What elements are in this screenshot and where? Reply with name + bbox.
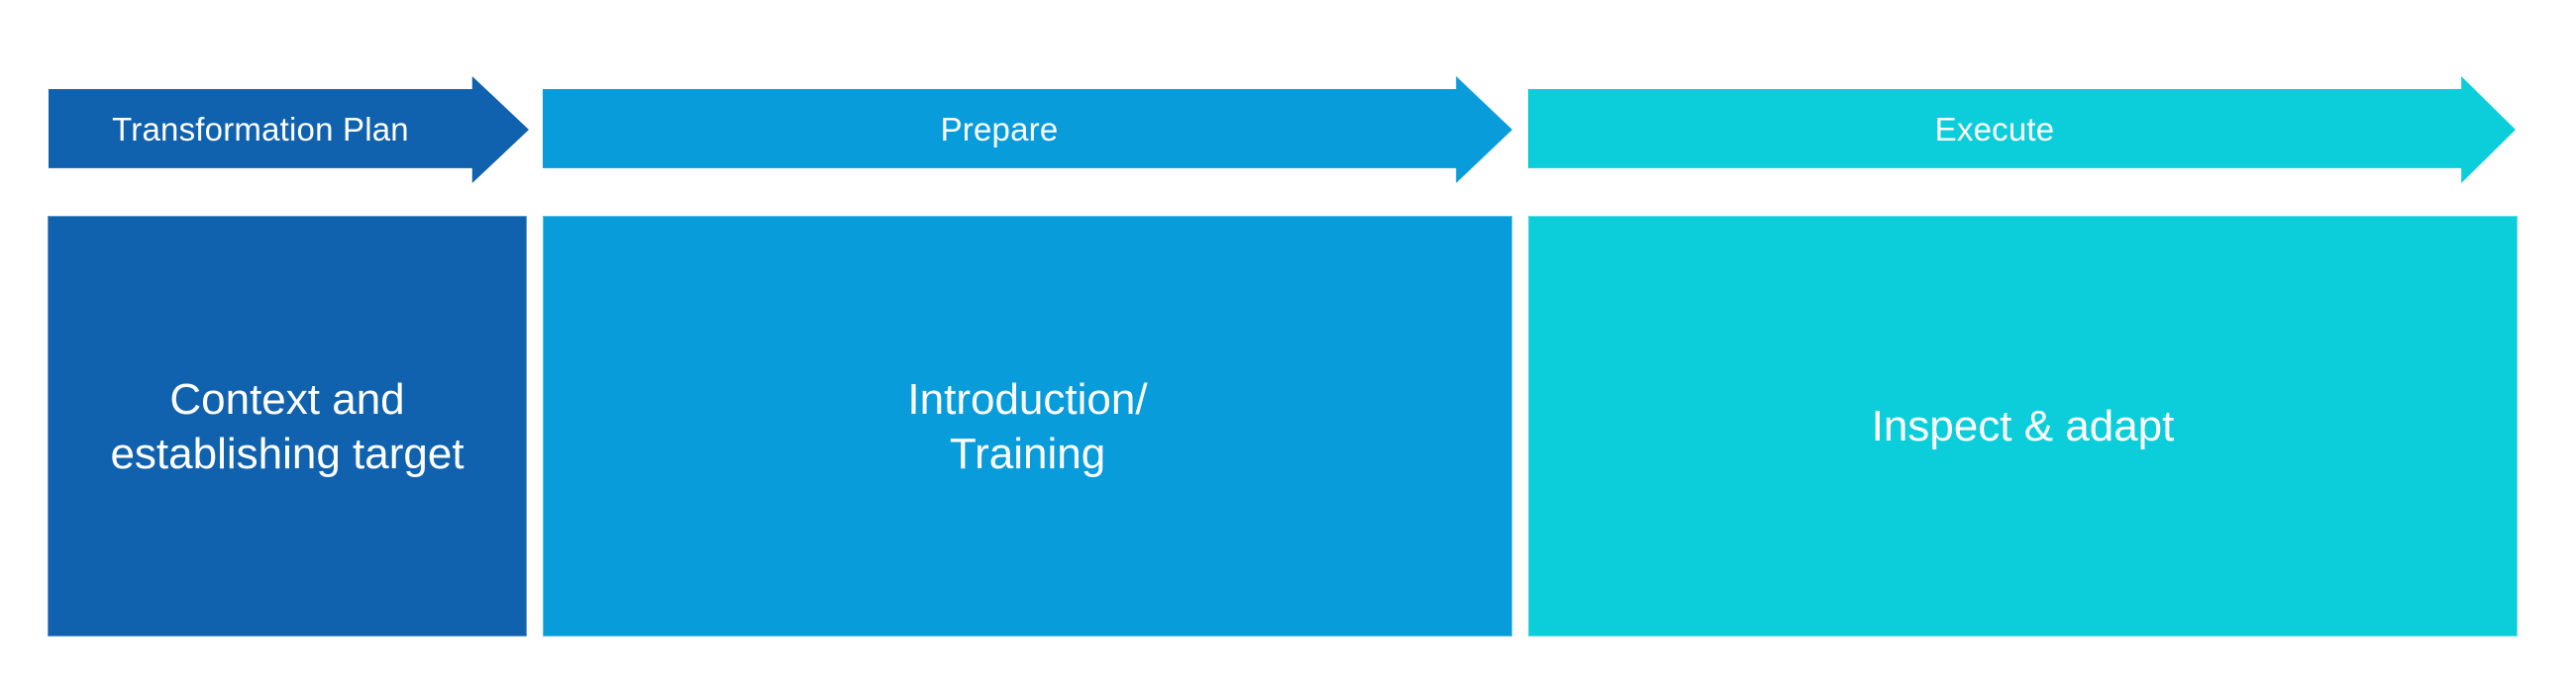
stage-arrow-transformation-plan: Transformation Plan xyxy=(49,76,529,183)
stage-box-inspect-and-adapt: Inspect & adapt xyxy=(1528,216,2518,637)
stage-box-label-line: Training xyxy=(949,429,1106,478)
stage-arrow-label: Execute xyxy=(1934,111,2055,148)
stage-box-label-line: Context and xyxy=(169,374,405,424)
stage-arrow-label: Prepare xyxy=(940,111,1059,148)
stage-box-introduction-training: Introduction/ Training xyxy=(543,216,1512,637)
stage-box-label-line: Inspect & adapt xyxy=(1871,402,2175,450)
stage-arrow-execute: Execute xyxy=(1528,76,2516,183)
stage-arrow-prepare: Prepare xyxy=(543,76,1512,183)
stage-box-context-and-establishing-target: Context and establishing target xyxy=(48,216,527,637)
stage-box-label-line: establishing target xyxy=(110,429,464,478)
stage-arrow-label: Transformation Plan xyxy=(112,111,409,148)
stage-box-label-line: Introduction/ xyxy=(907,374,1148,424)
